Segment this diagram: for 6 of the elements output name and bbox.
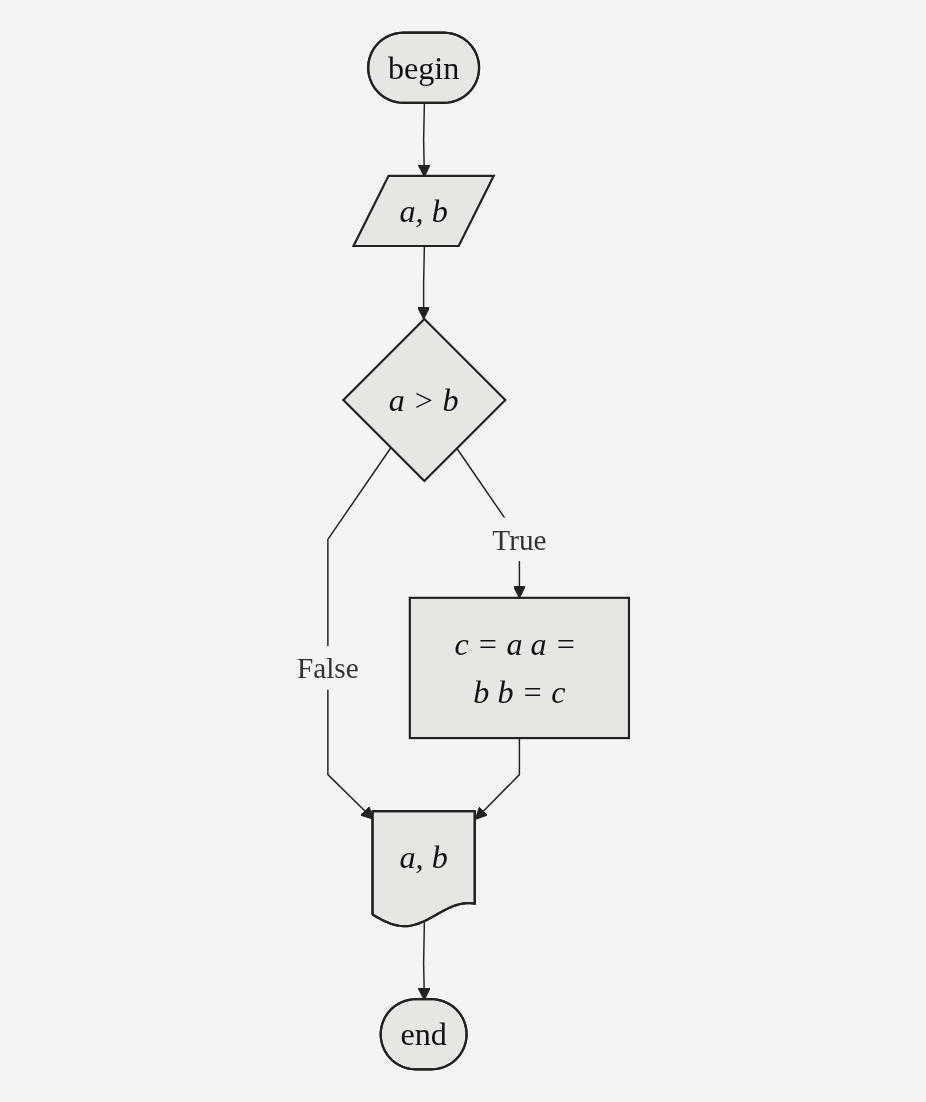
edge-label: True <box>492 523 547 556</box>
node-diamond: a > b <box>341 317 507 483</box>
edge-label: False <box>297 651 359 685</box>
node-box: c = a a = b b = c <box>408 596 631 740</box>
arrow <box>327 447 392 820</box>
arrow <box>417 245 431 320</box>
